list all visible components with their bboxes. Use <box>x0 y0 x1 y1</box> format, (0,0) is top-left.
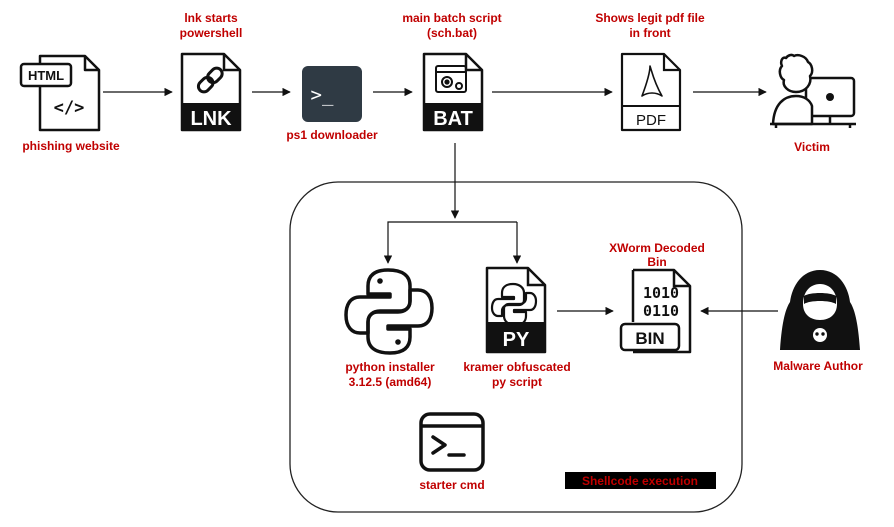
py-icon-label: PY <box>503 329 530 351</box>
shellcode-label: Shellcode execution <box>582 474 698 488</box>
bat-file-icon: BAT <box>422 52 484 132</box>
shellcode-tag <box>565 472 716 489</box>
ps1-prompt-glyph: >_ <box>311 84 334 106</box>
bat-top-label-1: main batch script <box>402 11 501 25</box>
pdf-top-label-1: Shows legit pdf file <box>595 11 705 25</box>
chain-link-icon <box>196 66 224 94</box>
lnk-file-icon: LNK <box>180 52 242 132</box>
hacker-icon <box>780 270 860 350</box>
cmd-terminal-icon <box>419 412 485 472</box>
lnk-top-label-2: powershell <box>180 26 243 40</box>
bat-icon-label: BAT <box>433 108 473 130</box>
terminal-icon: >_ <box>302 66 362 122</box>
skull-icon <box>813 328 827 342</box>
py-file-icon: PY <box>485 266 547 354</box>
python-installer-label-1: python installer <box>345 360 435 374</box>
victim-label: Victim <box>794 140 830 154</box>
bat-top-label-2: (sch.bat) <box>427 26 477 40</box>
html-file-icon: HTML </> <box>19 54 101 132</box>
phishing-website-label: phishing website <box>22 139 120 153</box>
lnk-icon-label: LNK <box>190 108 232 130</box>
mini-python-icon <box>490 282 538 327</box>
python-logo-icon <box>344 268 434 355</box>
kramer-label-1: kramer obfuscated <box>463 360 570 374</box>
xworm-label-2: Bin <box>647 255 666 269</box>
pdf-top-label-2: in front <box>629 26 670 40</box>
victim-icon <box>770 53 856 128</box>
kramer-label-2: py script <box>492 375 542 389</box>
lnk-top-label-1: lnk starts <box>184 11 238 25</box>
pdf-icon-label: PDF <box>636 112 666 129</box>
malware-author-label: Malware Author <box>773 359 863 373</box>
bin-row-2: 0110 <box>643 302 679 320</box>
execution-container <box>289 181 743 513</box>
gear-window-icon <box>435 65 467 93</box>
arrow-to-python <box>383 221 517 264</box>
bin-file-icon: 1010 0110 BIN <box>619 268 692 354</box>
connectors <box>103 87 778 316</box>
xworm-label-1: XWorm Decoded <box>609 241 705 255</box>
html-code-glyph: </> <box>54 98 85 118</box>
python-installer-label-2: 3.12.5 (amd64) <box>349 375 432 389</box>
starter-cmd-label: starter cmd <box>419 478 484 492</box>
ps1-downloader-label: ps1 downloader <box>286 128 378 142</box>
acrobat-icon <box>641 65 663 97</box>
pdf-file-icon: PDF <box>620 52 682 132</box>
bin-row-1: 1010 <box>643 284 679 302</box>
html-icon-label: HTML <box>28 68 64 83</box>
bin-icon-label: BIN <box>635 329 664 348</box>
